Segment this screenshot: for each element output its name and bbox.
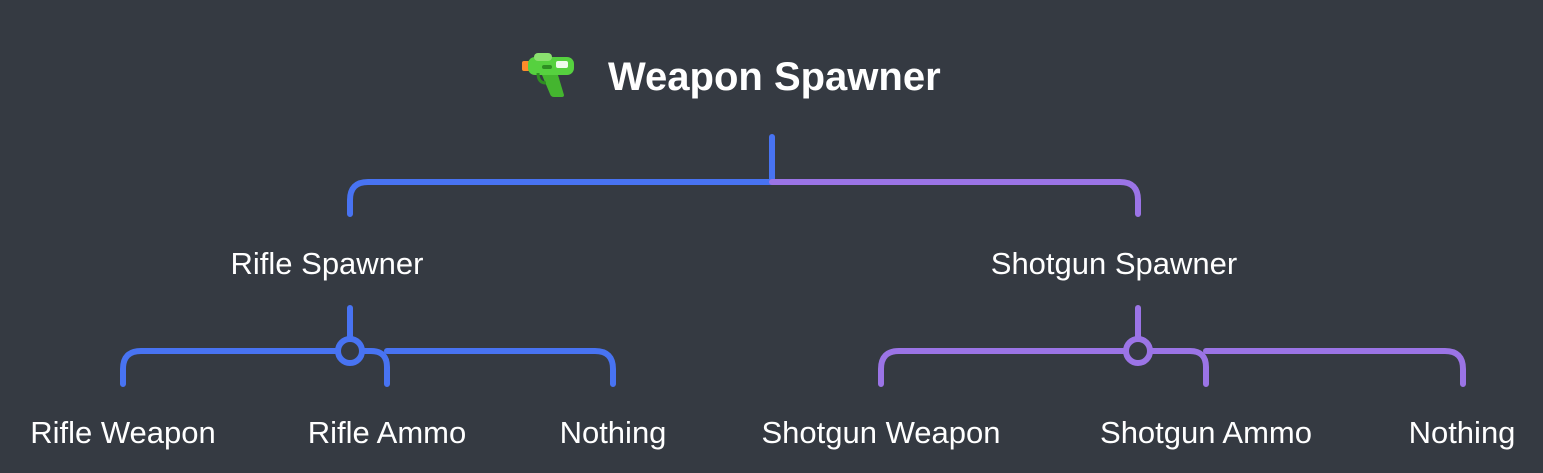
leaf-shotgun-weapon[interactable]: Shotgun Weapon [761,415,1001,450]
rifle-junction [335,336,365,366]
water-pistol-icon [520,51,578,104]
branch-rifle-spawner[interactable]: Rifle Spawner [230,246,424,281]
leaf-rifle-weapon[interactable]: Rifle Weapon [30,415,216,450]
root-title: Weapon Spawner [608,54,941,99]
leaf-shotgun-nothing[interactable]: Nothing [1408,415,1516,450]
leaf-rifle-ammo[interactable]: Rifle Ammo [307,415,467,450]
connector-rifle-weapon [120,348,341,387]
connector-shotgun-ammo [1147,348,1209,387]
root-node[interactable]: Weapon Spawner [520,52,941,102]
connector-rifle-ammo [359,348,390,387]
connector-root-shotgun [769,179,1141,217]
leaf-rifle-nothing[interactable]: Nothing [559,415,667,450]
connector-root-rifle [347,179,775,217]
shotgun-junction [1123,336,1153,366]
connector-rifle-nothing [384,348,616,387]
branch-shotgun-spawner[interactable]: Shotgun Spawner [990,246,1238,281]
connector-shotgun-nothing [1203,348,1466,387]
connector-shotgun-weapon [878,348,1129,387]
leaf-shotgun-ammo[interactable]: Shotgun Ammo [1100,415,1312,450]
